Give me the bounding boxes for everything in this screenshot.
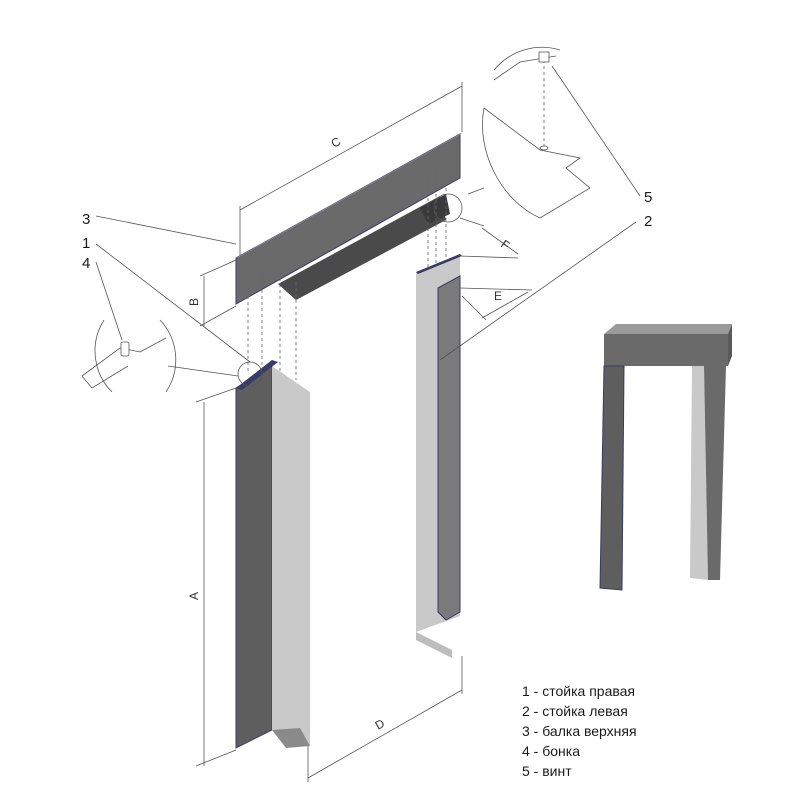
leader-detail-right: [467, 187, 485, 195]
assembled-top-beam-end: [728, 324, 732, 366]
dim-d-line: [307, 689, 463, 779]
dim-a-ext: [195, 749, 237, 767]
legend-item-3: 3 - балка верхняя: [522, 723, 637, 739]
assembled-right-post-outer: [704, 366, 726, 580]
top-beam-top-edge: [236, 133, 463, 258]
leader-2: [439, 221, 637, 361]
dim-c-line: [239, 85, 463, 211]
left-post: [416, 254, 462, 658]
detail-arc: [94, 319, 113, 393]
top-beam: [235, 133, 463, 305]
dim-b-ext: [199, 305, 237, 327]
callout-5: 5: [644, 189, 652, 206]
dim-a-ext: [195, 387, 237, 403]
dim-d-label: D: [373, 716, 388, 733]
detail-arc: [482, 107, 541, 219]
dim-f-line: [481, 227, 519, 255]
callout-2: 2: [644, 213, 652, 230]
leader-lines: [95, 65, 641, 377]
right-post-bottom: [272, 728, 310, 748]
detail-profile: [81, 337, 167, 377]
assembled-left-post: [599, 365, 625, 591]
dimension-lines: [195, 82, 533, 782]
callout-1: 1: [82, 235, 90, 252]
legend-item-4: 4 - бонка: [522, 743, 580, 759]
detail-profile: [483, 107, 591, 219]
left-post-side-face: [437, 275, 461, 621]
dim-f-ext: [459, 217, 485, 227]
dim-c-label: C: [329, 134, 344, 151]
right-post-outer-face: [235, 365, 273, 749]
top-beam-under-flange: [278, 196, 446, 300]
bonka-icon: [120, 341, 130, 357]
detail-mark-right: [433, 193, 463, 223]
assembly-guides: [247, 170, 447, 380]
dim-e-ext: [459, 287, 533, 291]
legend-item-2: 2 - стойка левая: [522, 703, 628, 719]
callout-3: 3: [82, 211, 90, 228]
screw-icon: [538, 51, 550, 63]
dim-f-ext: [459, 255, 519, 259]
top-beam-end-notch: [420, 194, 450, 224]
leader-4: [95, 261, 123, 341]
callout-4: 4: [82, 255, 90, 272]
dim-b-label: B: [187, 298, 201, 306]
right-post-inner-face: [272, 366, 310, 746]
assembled-top-beam-top: [604, 324, 732, 334]
legend: 1 - стойка правая 2 - стойка левая 3 - б…: [522, 683, 637, 779]
dim-e-line: [481, 291, 529, 319]
detail-arc: [493, 46, 561, 71]
assembled-top-beam: [604, 334, 728, 366]
detail-view-screw: [482, 46, 591, 219]
assembled-right-post-inner: [690, 366, 708, 580]
detail-view-bonka: [81, 319, 177, 393]
leader-5: [551, 65, 641, 197]
left-post-top-edge: [416, 254, 462, 274]
leader-3: [95, 215, 237, 245]
dim-b-ext: [199, 259, 237, 277]
dim-e-label: E: [494, 289, 502, 303]
dim-f-label: F: [498, 237, 512, 253]
dim-e-ext: [461, 295, 487, 321]
detail-profile: [81, 365, 129, 389]
assembled-frame: [599, 324, 732, 591]
legend-item-1: 1 - стойка правая: [522, 683, 635, 699]
dim-a-label: A: [187, 592, 201, 600]
right-post-top-edge: [236, 360, 278, 390]
screw-hole-icon: [539, 145, 549, 151]
detail-arc: [159, 319, 177, 393]
left-post-bottom: [416, 632, 452, 658]
leader-detail-left: [167, 365, 239, 377]
right-post: [235, 360, 310, 749]
leader-1: [95, 243, 251, 363]
legend-item-5: 5 - винт: [522, 763, 572, 779]
